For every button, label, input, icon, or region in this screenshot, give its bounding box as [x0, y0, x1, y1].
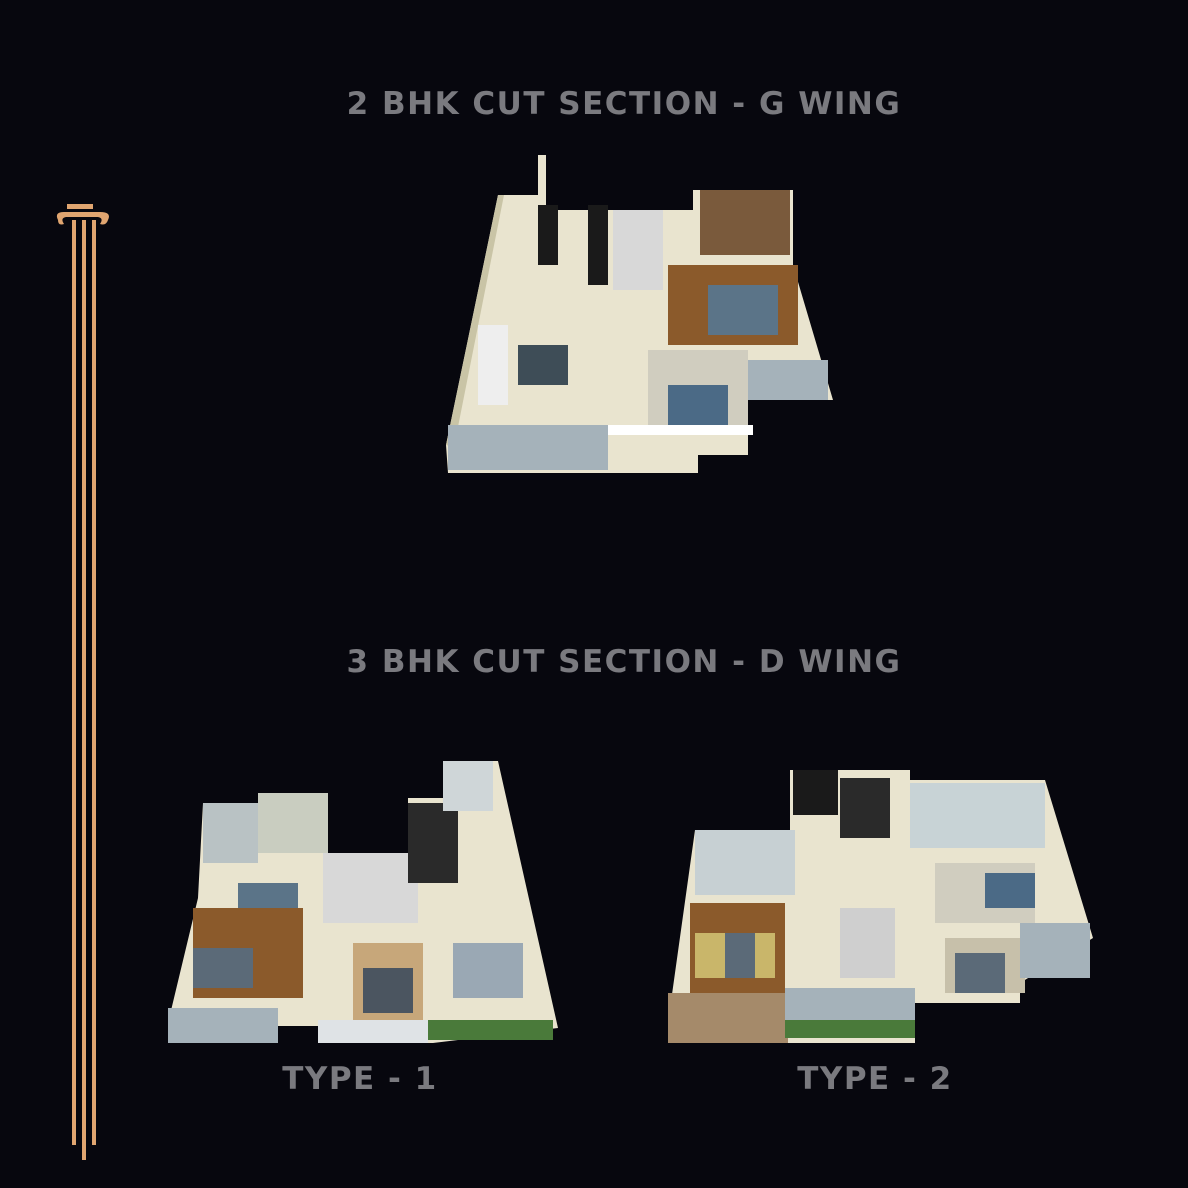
heading-3bhk: 3 BHK CUT SECTION - D WING: [346, 644, 902, 680]
type-1-label: TYPE - 1: [282, 1061, 438, 1097]
floor-plan-3bhk-type1: [163, 758, 563, 1048]
pillar-decoration: [50, 200, 120, 1175]
floor-plan-2bhk: [438, 155, 838, 475]
type-2-label: TYPE - 2: [797, 1061, 953, 1097]
floor-plan-3bhk-type2: [665, 758, 1095, 1043]
column-icon: [56, 204, 109, 1175]
heading-2bhk: 2 BHK CUT SECTION - G WING: [346, 86, 902, 122]
